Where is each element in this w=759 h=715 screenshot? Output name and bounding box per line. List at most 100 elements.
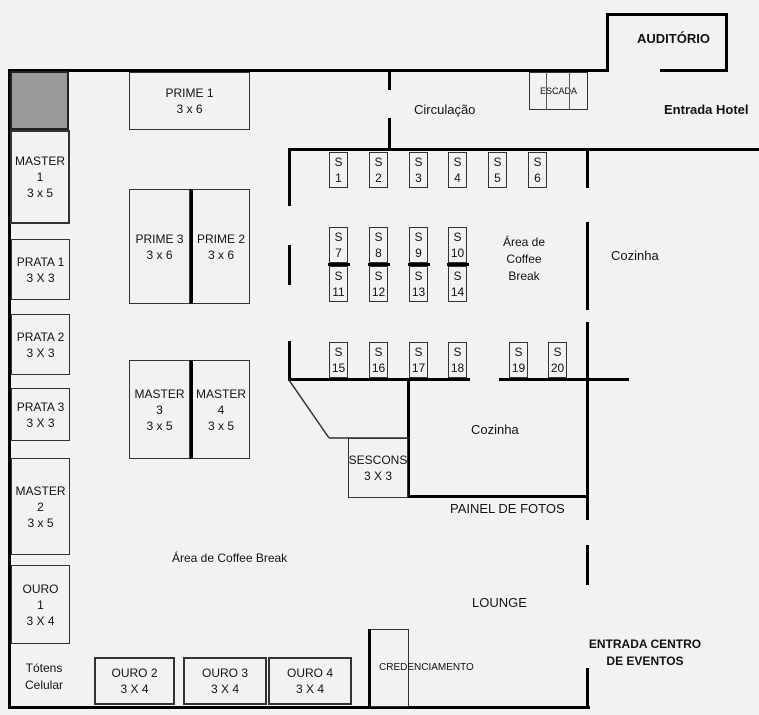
totens-label: Tótens Celular xyxy=(24,661,63,692)
booth-prata-1[interactable]: PRATA 1 3 X 3 xyxy=(11,239,70,300)
stand-number: 10 xyxy=(450,246,465,260)
wall-circulacao-1 xyxy=(388,72,391,90)
booth-sescons[interactable]: SESCONS 3 X 3 xyxy=(348,438,408,498)
stand-prefix: S xyxy=(374,230,383,244)
booth-name: OURO 3 xyxy=(201,666,248,680)
stand-number: 9 xyxy=(415,246,422,260)
stand-number: 1 xyxy=(335,171,342,185)
stand-17[interactable]: S 17 xyxy=(409,342,428,378)
stand-number: 18 xyxy=(450,361,465,375)
wall-hotel-entry xyxy=(660,69,728,72)
wall-auditorium-right xyxy=(725,13,728,72)
stand-prefix: S xyxy=(453,230,462,244)
stand-prefix: S xyxy=(374,345,383,359)
stand-20[interactable]: S 20 xyxy=(548,342,567,378)
booth-master-4[interactable]: MASTER 4 3 x 5 xyxy=(190,360,250,459)
corner-column xyxy=(10,71,69,130)
stand-number: 3 xyxy=(415,171,422,185)
stand-prefix: S xyxy=(334,155,343,169)
booth-prata-3[interactable]: PRATA 3 3 X 3 xyxy=(11,388,70,441)
stand-number: 2 xyxy=(375,171,382,185)
stand-11[interactable]: S 11 xyxy=(329,266,348,302)
cozinha-center-label: Cozinha xyxy=(471,422,519,437)
booth-master-2[interactable]: MASTER 2 3 x 5 xyxy=(11,458,70,555)
booth-ouro-4[interactable]: OURO 4 3 X 4 xyxy=(268,657,352,705)
coffee-break-main-label: Área de Coffee Break xyxy=(172,551,288,565)
booth-prime-1[interactable]: PRIME 1 3 x 6 xyxy=(129,72,250,130)
stand-13[interactable]: S 13 xyxy=(409,266,428,302)
booth-name: PRATA 3 xyxy=(16,399,65,414)
stand-prefix: S xyxy=(414,269,423,283)
stand-prefix: S xyxy=(334,269,343,283)
credenciamento-label: CREDENCIAMENTO xyxy=(379,662,474,673)
booth-ouro-3[interactable]: OURO 3 3 X 4 xyxy=(183,657,267,705)
wall-left xyxy=(8,69,11,709)
booth-prime-3[interactable]: PRIME 3 3 x 6 xyxy=(129,189,190,304)
wall-auditorium-top xyxy=(606,13,728,16)
wall-auditorium-left xyxy=(606,13,609,72)
stand-prefix: S xyxy=(453,155,462,169)
escada-label: ESCADA xyxy=(539,86,577,96)
stand-prefix: S xyxy=(374,155,383,169)
wall-kitchen-bottom xyxy=(407,495,589,498)
booth-size: 3 x 6 xyxy=(207,247,234,262)
entrada-hotel-label: Entrada Hotel xyxy=(664,102,749,117)
wall-inner-left-2 xyxy=(288,245,291,285)
wall-right-4 xyxy=(586,545,589,585)
booth-ouro-1[interactable]: OURO 1 3 X 4 xyxy=(11,565,70,644)
stand-prefix: S xyxy=(414,230,423,244)
stand-prefix: S xyxy=(453,269,462,283)
stand-number: 7 xyxy=(335,246,342,260)
stand-10[interactable]: S 10 xyxy=(448,227,467,263)
booth-name: SESCONS xyxy=(348,453,408,467)
stand-divider-9-13 xyxy=(408,263,430,266)
booth-name: MASTER 1 xyxy=(14,154,65,184)
wall-right-1 xyxy=(586,148,589,188)
wall-stand-row-bottom-2 xyxy=(499,378,629,381)
stand-number: 13 xyxy=(411,285,426,299)
wall-circulacao-2 xyxy=(388,118,391,148)
stand-number: 6 xyxy=(534,171,541,185)
booth-name: MASTER 3 xyxy=(134,386,185,417)
booth-size: 3 x 5 xyxy=(146,418,173,433)
booth-master-1[interactable]: MASTER 1 3 x 5 xyxy=(10,130,70,224)
stand-prefix: S xyxy=(553,345,562,359)
wall-inner-left-3 xyxy=(288,341,291,381)
stand-number: 11 xyxy=(332,285,345,299)
wall-right-5 xyxy=(586,668,589,709)
escada[interactable]: ESCADA xyxy=(529,72,588,110)
booth-size: 3 x 5 xyxy=(27,515,54,530)
credenciamento[interactable]: CREDENCIAMENTO xyxy=(371,629,474,707)
booth-size: 3 X 4 xyxy=(26,613,55,628)
stand-number: 15 xyxy=(331,361,346,375)
circulacao-label: Circulação xyxy=(414,102,476,117)
booth-prime-2[interactable]: PRIME 2 3 x 6 xyxy=(190,189,250,304)
booth-master-3[interactable]: MASTER 3 3 x 5 xyxy=(129,360,190,459)
stand-number: 17 xyxy=(411,361,426,375)
stand-prefix: S xyxy=(414,345,423,359)
booth-ouro-2[interactable]: OURO 2 3 X 4 xyxy=(94,657,175,705)
booth-size: 3 x 6 xyxy=(146,247,173,262)
booth-size: 3 x 5 xyxy=(207,418,234,433)
escada-line-2 xyxy=(569,72,570,110)
booth-prata-2[interactable]: PRATA 2 3 X 3 xyxy=(11,314,70,375)
stand-prefix: S xyxy=(493,155,502,169)
stand-number: 20 xyxy=(550,361,565,375)
wall-inner-top xyxy=(288,148,759,151)
stand-prefix: S xyxy=(334,230,343,244)
